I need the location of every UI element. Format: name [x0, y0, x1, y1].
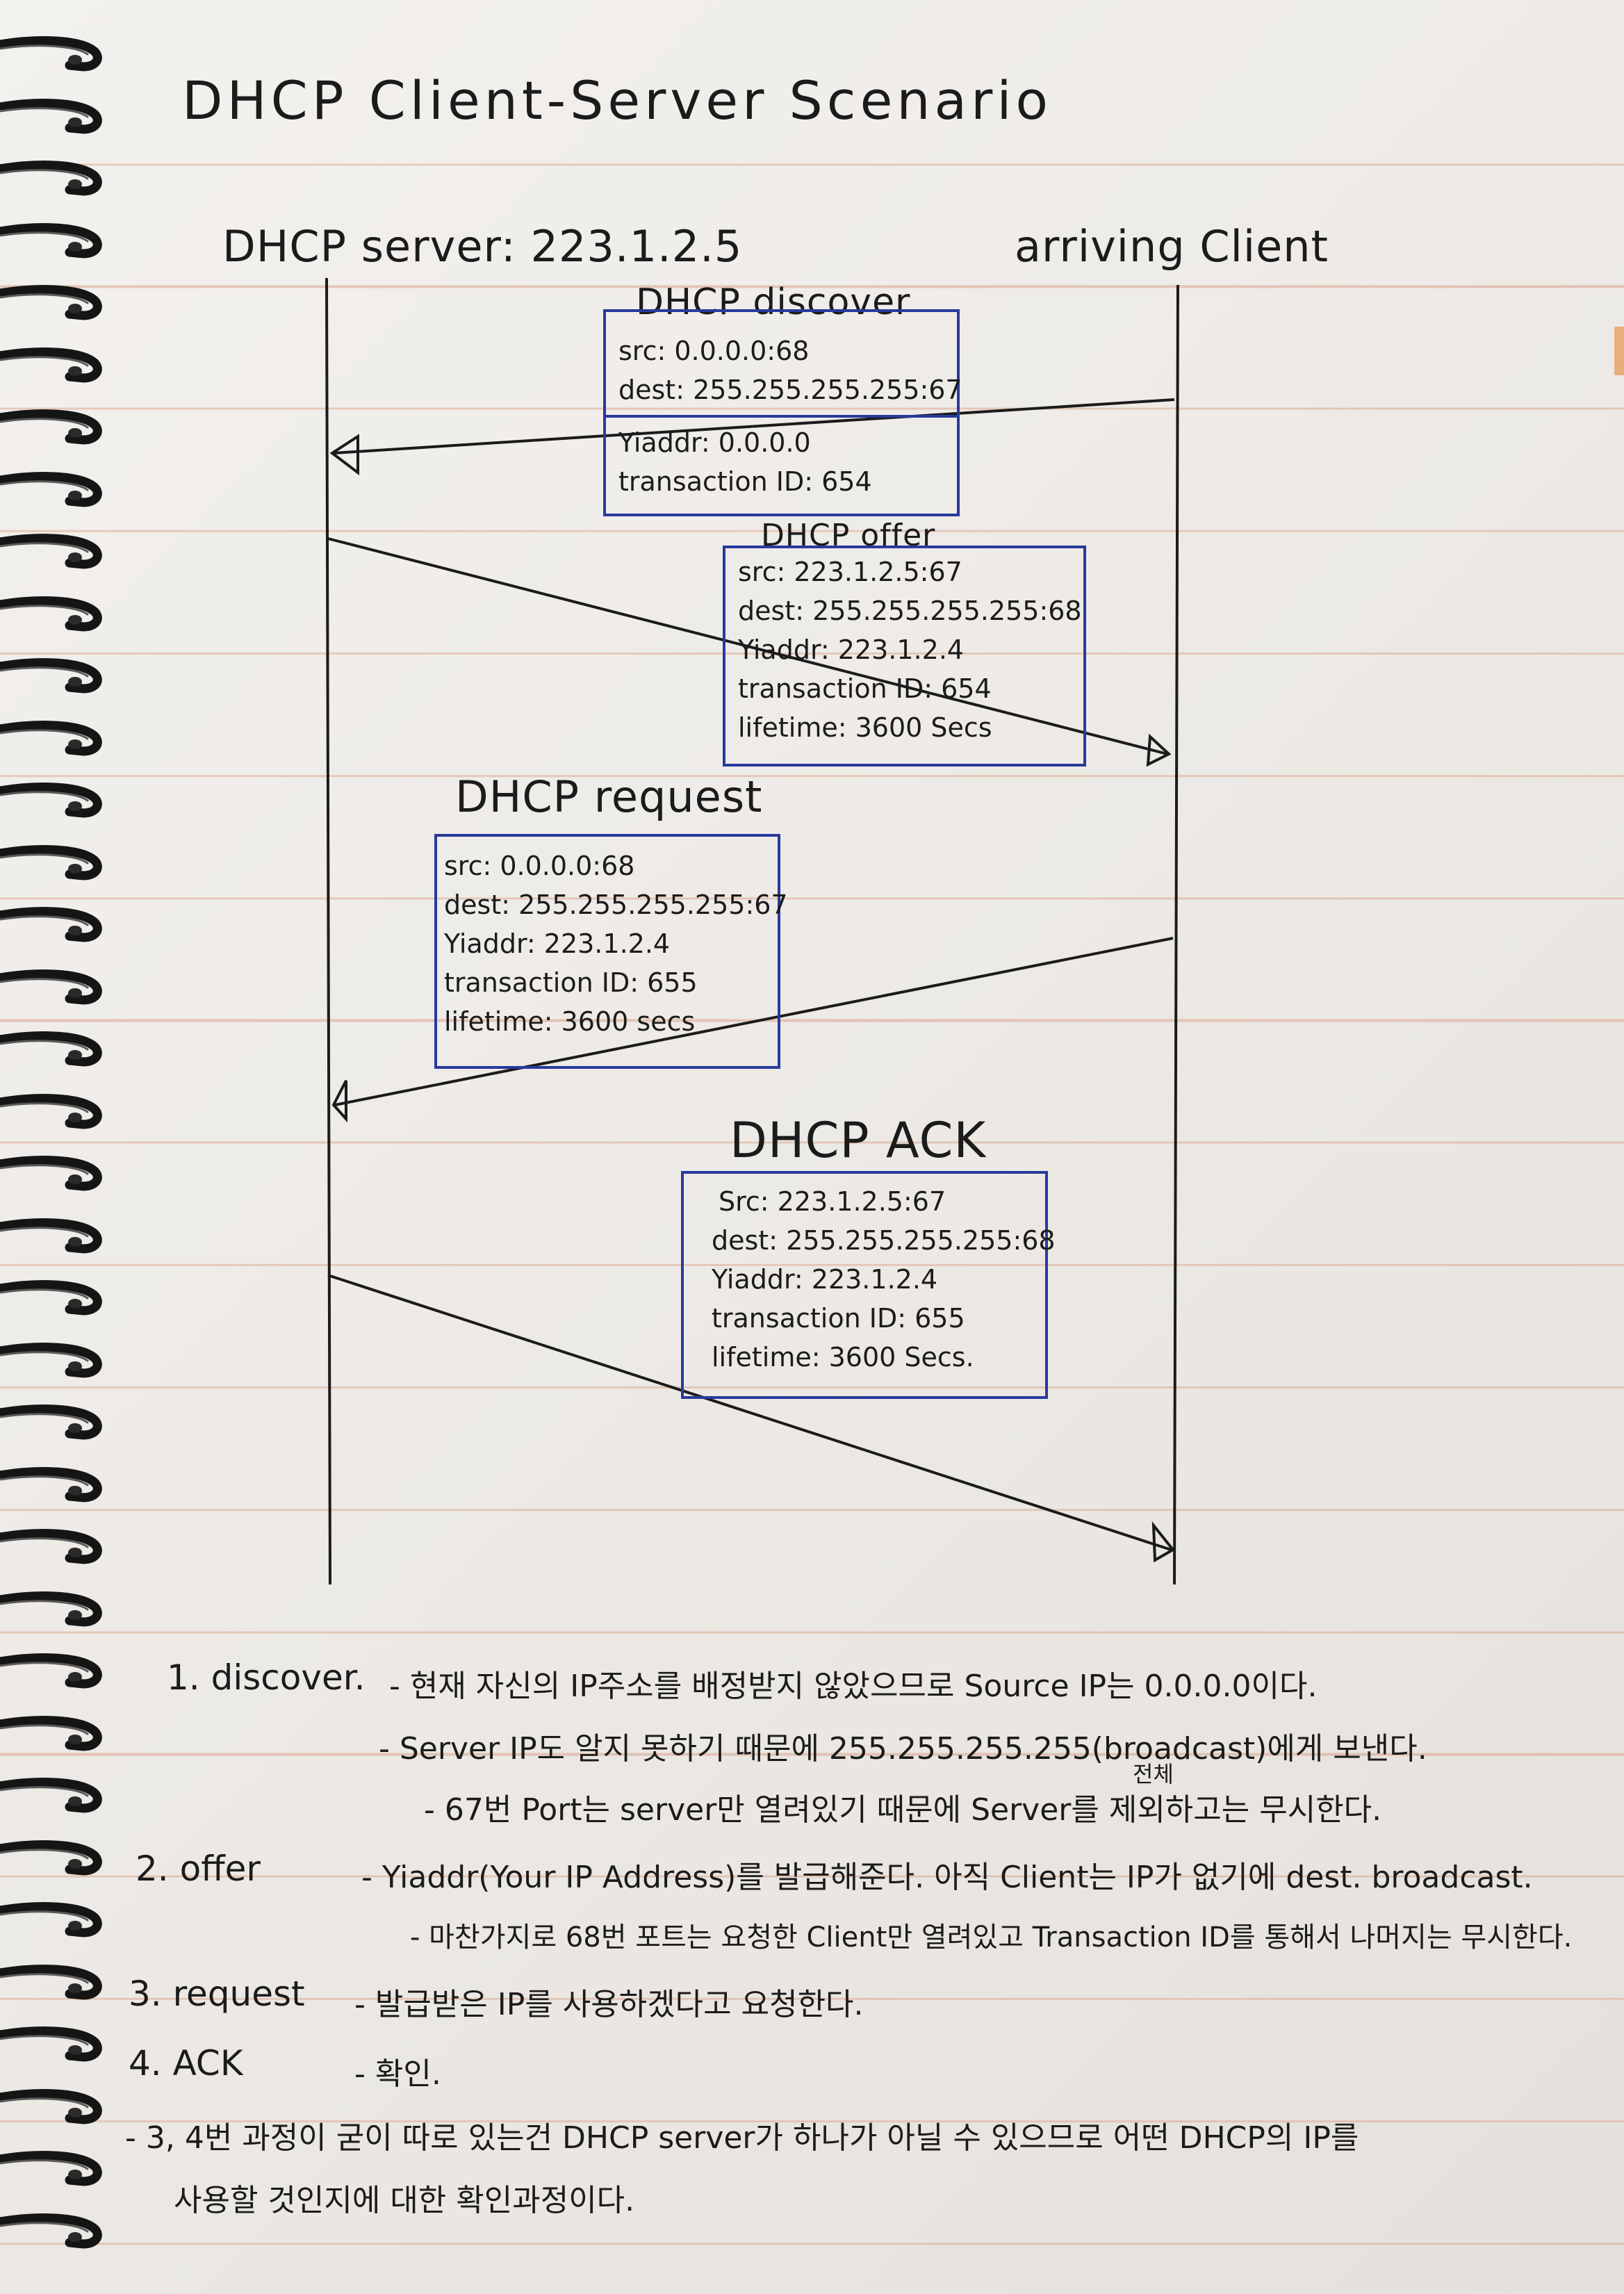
spiral-coil	[0, 97, 104, 136]
request-dest: dest: 255.255.255.255:67	[444, 890, 788, 920]
offer-lifetime: lifetime: 3600 Secs	[738, 712, 992, 743]
offer-dest: dest: 255.255.255.255:68	[738, 596, 1082, 626]
note-7-head: 4. ACK	[129, 2043, 243, 2083]
request-title: DHCP request	[455, 771, 763, 822]
note-4-text: - Yiaddr(Your IP Address)를 발급해준다. 아직 Cli…	[361, 1860, 1533, 1895]
request-yiaddr: Yiaddr: 223.1.2.4	[444, 928, 671, 959]
spiral-coil	[0, 408, 104, 447]
spiral-coil	[0, 1527, 104, 1566]
spiral-coil	[0, 2025, 104, 2064]
note-9-text: 사용할 것인지에 대한 확인과정이다.	[174, 2183, 635, 2218]
spiral-coil	[0, 1030, 104, 1069]
spiral-coil	[0, 284, 104, 322]
discover-dest: dest: 255.255.255.255:67	[618, 375, 962, 405]
spiral-coil	[0, 1839, 104, 1878]
spiral-coil	[0, 1403, 104, 1442]
offer-box: src: 223.1.2.5:67 dest: 255.255.255.255:…	[723, 546, 1086, 767]
note-5-text: - 마찬가지로 68번 포트는 요청한 Client만 열려있고 Transac…	[410, 1922, 1573, 1953]
note-6-head: 3. request	[129, 1974, 305, 2014]
spiral-coil	[0, 2088, 104, 2127]
ack-yiaddr: Yiaddr: 223.1.2.4	[712, 1264, 938, 1295]
discover-transaction: transaction ID: 654	[618, 466, 872, 497]
page-tab	[1614, 327, 1624, 375]
offer-arrowhead	[1146, 733, 1172, 767]
spiral-coil	[0, 222, 104, 261]
spiral-coil	[0, 470, 104, 509]
spiral-coil	[0, 1714, 104, 1753]
ack-arrow	[327, 1274, 1172, 1551]
request-arrow	[334, 937, 1174, 1106]
discover-yiaddr: Yiaddr: 0.0.0.0	[618, 427, 811, 458]
spiral-coil	[0, 1154, 104, 1193]
spiral-coil	[0, 1901, 104, 1940]
spiral-coil	[0, 1776, 104, 1815]
spiral-coil	[0, 719, 104, 758]
note-2-text: - Server IP도 알지 못하기 때문에 255.255.255.255(…	[379, 1731, 1427, 1767]
spiral-coil	[0, 1092, 104, 1131]
discover-divider	[606, 415, 957, 418]
offer-arrow	[327, 537, 1168, 755]
note-6-text: - 발급받은 IP를 사용하겠다고 요청한다.	[354, 1987, 864, 2022]
ack-dest: dest: 255.255.255.255:68	[712, 1225, 1056, 1256]
spiral-coil	[0, 35, 104, 74]
spiral-coil	[0, 844, 104, 883]
spiral-coil	[0, 781, 104, 820]
ack-src: Src: 223.1.2.5:67	[719, 1186, 946, 1217]
offer-transaction: transaction ID: 654	[738, 673, 992, 704]
ack-arrowhead	[1151, 1521, 1176, 1563]
spiral-coil	[0, 532, 104, 571]
request-arrowhead	[331, 1080, 347, 1123]
ack-lifetime: lifetime: 3600 Secs.	[712, 1342, 974, 1373]
spiral-coil	[0, 1341, 104, 1380]
spiral-coil	[0, 968, 104, 1007]
spiral-coil	[0, 1217, 104, 1256]
request-lifetime: lifetime: 3600 secs	[444, 1006, 696, 1037]
spiral-coil	[0, 1963, 104, 2002]
note-1-text: - 현재 자신의 IP주소를 배정받지 않았으므로 Source IP는 0.0…	[389, 1669, 1318, 1704]
note-7-text: - 확인.	[354, 2056, 441, 2092]
ack-box: Src: 223.1.2.5:67 dest: 255.255.255.255:…	[681, 1171, 1056, 1399]
spiral-coil	[0, 1652, 104, 1691]
note-1-head: 1. discover.	[167, 1657, 366, 1698]
offer-yiaddr: Yiaddr: 223.1.2.4	[738, 634, 965, 665]
ack-transaction: transaction ID: 655	[712, 1303, 965, 1334]
spiral-coil	[0, 657, 104, 696]
discover-box: src: 0.0.0.0:68 dest: 255.255.255.255:67…	[603, 309, 962, 516]
spiral-coil	[0, 1590, 104, 1629]
offer-src: src: 223.1.2.5:67	[738, 557, 962, 587]
request-src: src: 0.0.0.0:68	[444, 851, 635, 881]
discover-src: src: 0.0.0.0:68	[618, 336, 810, 366]
server-label: DHCP server: 223.1.2.5	[222, 221, 743, 272]
note-3-text: - 67번 Port는 server만 열려있기 때문에 Server를 제외하…	[424, 1792, 1382, 1828]
request-transaction: transaction ID: 655	[444, 967, 698, 998]
discover-arrow	[333, 398, 1175, 454]
spiral-coil	[0, 906, 104, 944]
server-timeline	[325, 277, 331, 1585]
request-box: src: 0.0.0.0:68 dest: 255.255.255.255:67…	[434, 834, 788, 1069]
spiral-coil	[0, 1466, 104, 1505]
spiral-coil	[0, 2212, 104, 2251]
spiral-coil	[0, 346, 104, 385]
spiral-coil	[0, 159, 104, 198]
discover-arrowhead	[329, 434, 359, 476]
note-8-text: - 3, 4번 과정이 굳이 따로 있는건 DHCP server가 하나가 아…	[125, 2120, 1359, 2156]
page-title: DHCP Client-Server Scenario	[182, 69, 1052, 131]
client-label: arriving Client	[1015, 221, 1329, 272]
spiral-coil	[0, 1279, 104, 1318]
spiral-coil	[0, 2149, 104, 2188]
spiral-coil	[0, 595, 104, 634]
note-3-insert: 전체	[1133, 1761, 1174, 1787]
client-timeline	[1173, 284, 1179, 1585]
note-4-head: 2. offer	[136, 1849, 261, 1889]
ack-title: DHCP ACK	[730, 1112, 987, 1169]
discover-title: DHCP discover	[636, 281, 911, 323]
